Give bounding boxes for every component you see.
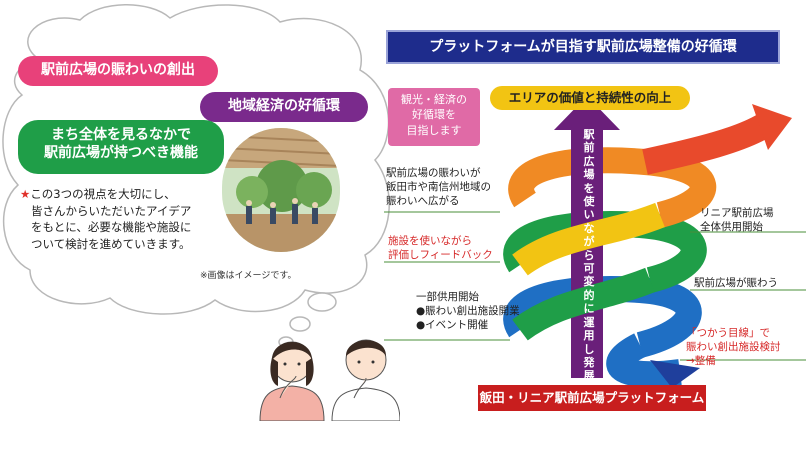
goal-line3: 目指します — [406, 123, 462, 137]
label-partial-open: 一部供用開始 ●賑わい創出施設開業 ●イベント開催 — [416, 290, 520, 333]
plaza-image — [222, 128, 340, 252]
pill-green-line2: 駅前広場が持つべき機能 — [44, 144, 198, 161]
note-line4: ついて検討を進めていきます。 — [31, 237, 191, 252]
label-spread-2: 飯田市や南信州地域の — [386, 181, 491, 194]
label-linear-2: 全体供用開始 — [700, 221, 763, 234]
thinking-people-illustration — [259, 339, 400, 421]
label-partial-2: ●賑わい創出施設開業 — [416, 305, 520, 318]
note-line3: をもとに、必要な機能や施設に — [31, 220, 192, 235]
note-line2: 皆さんからいただいたアイデア — [31, 203, 192, 218]
label-spread-1: 駅前広場の賑わいが — [386, 167, 481, 179]
label-feedback: 施設を使いながら 評価しフィードバック — [388, 234, 493, 262]
note-line1: この3つの視点を大切にし、 — [30, 187, 176, 201]
pill-plaza-functions: まち全体を見るなかで 駅前広場が持つべき機能 — [18, 120, 224, 174]
pill-green-line1: まち全体を見るなかで — [51, 127, 191, 143]
label-spread: 駅前広場の賑わいが 飯田市や南信州地域の 賑わいへ広がる — [386, 166, 491, 209]
viewpoint-note: ★この3つの視点を大切にし、 皆さんからいただいたアイデア をもとに、必要な機能… — [20, 186, 232, 253]
goal-line1: 観光・経済の — [401, 93, 467, 106]
image-caption: ※画像はイメージです。 — [200, 271, 297, 281]
label-feedback-2: 評価しフィードバック — [388, 249, 493, 262]
label-linear-open: リニア駅前広場 全体供用開始 — [700, 206, 774, 234]
label-partial-1: 一部供用開始 — [416, 291, 479, 303]
label-linear-1: リニア駅前広場 — [700, 207, 774, 219]
label-tsukau-2: 賑わい創出施設検討 — [686, 341, 781, 354]
area-value-box: エリアの価値と持続性の向上 — [490, 86, 690, 110]
label-feedback-1: 施設を使いながら — [388, 235, 472, 247]
label-tsukau-3: →整備 — [686, 355, 716, 368]
pill-station-plaza-liveliness: 駅前広場の賑わいの創出 — [18, 56, 218, 86]
label-partial-3: ●イベント開催 — [416, 319, 489, 332]
goal-line2: 好循環を — [412, 108, 456, 122]
label-busy: 駅前広場が賑わう — [694, 277, 778, 289]
diagram-title: プラットフォームが目指す駅前広場整備の好循環 — [386, 30, 780, 64]
spiral-diagram — [384, 96, 806, 388]
label-tsukau: 「つかう目線」で 賑わい創出施設検討 →整備 — [686, 326, 781, 369]
star-icon: ★ — [20, 187, 31, 201]
platform-box: 飯田・リニア駅前広場プラットフォーム — [478, 385, 706, 411]
goal-box: 観光・経済の 好循環を 目指します — [388, 88, 480, 146]
label-spread-3: 賑わいへ広がる — [386, 195, 460, 208]
label-tsukau-1: 「つかう目線」で — [686, 327, 770, 339]
pill-regional-economy: 地域経済の好循環 — [200, 92, 368, 122]
